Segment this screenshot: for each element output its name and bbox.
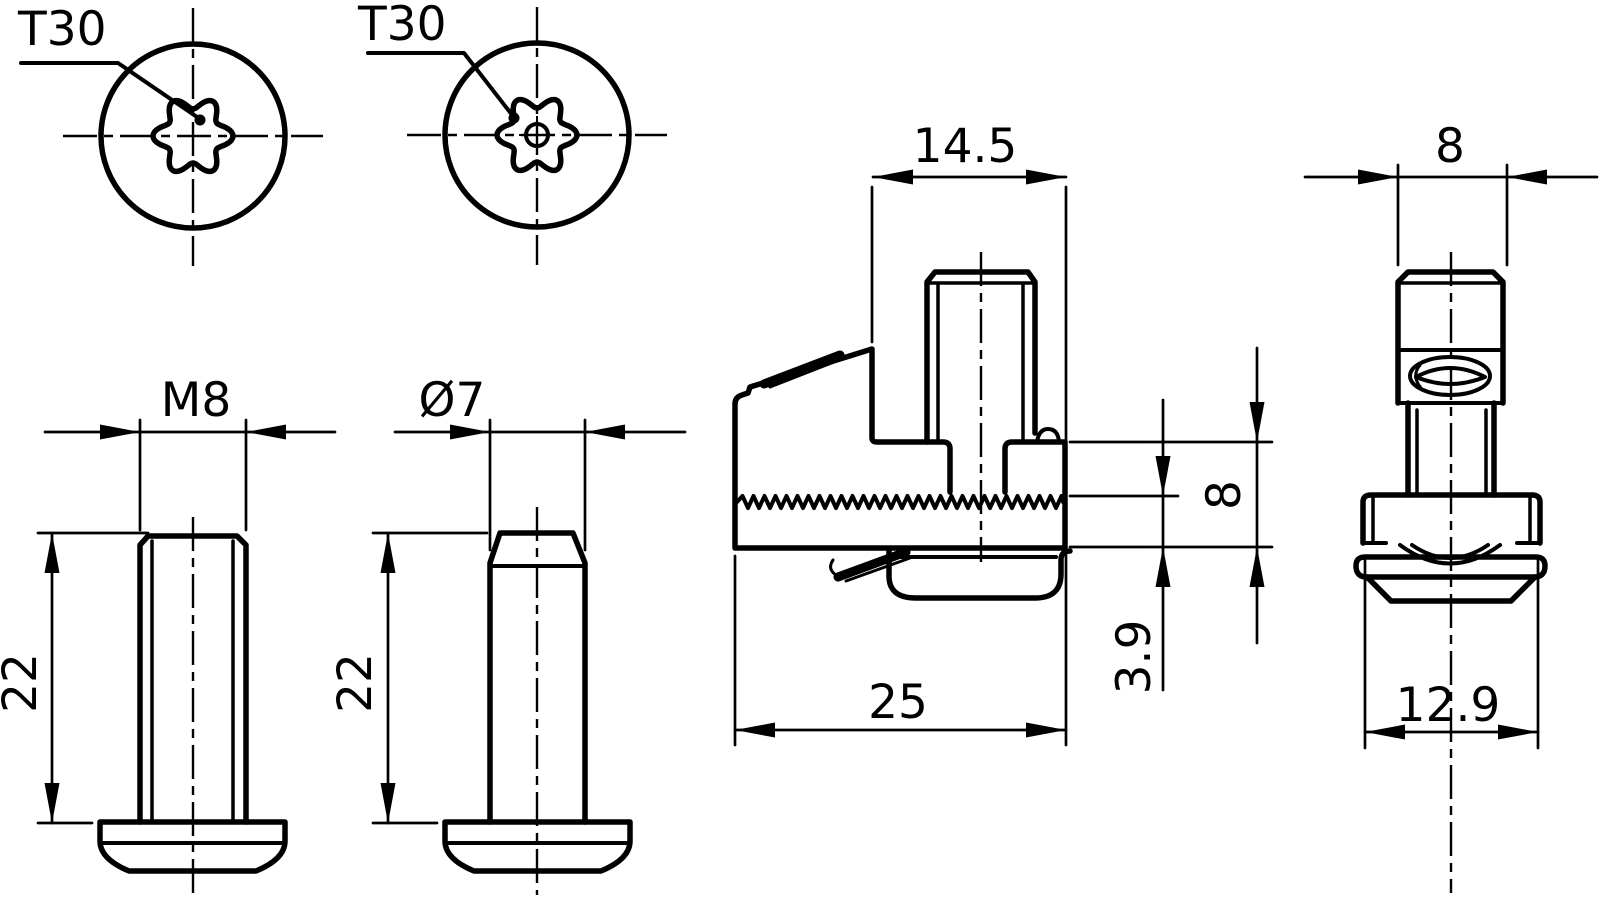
dim-arrow	[1026, 169, 1066, 185]
spring-clip-upper-edge	[768, 360, 836, 389]
dim-label-129: 12.9	[1396, 678, 1501, 733]
pocket-slot-lens	[1414, 366, 1487, 386]
dim-label-22b: 22	[328, 653, 383, 713]
view-torx-head-b: T30	[357, 0, 667, 265]
dim-arrow	[1155, 456, 1171, 496]
dim-arrow	[450, 424, 490, 440]
dim-arrow	[44, 783, 60, 823]
torx-socket-outline	[150, 97, 236, 175]
dim-arrow	[1249, 402, 1265, 442]
stake-bump	[1035, 427, 1061, 444]
spring-clip-curl	[829, 558, 838, 577]
dim-label-25: 25	[868, 675, 928, 730]
dim-arrow	[1155, 547, 1171, 587]
leader-line	[366, 51, 518, 122]
view-connector-front: 8 12.9	[1303, 119, 1599, 893]
dim-arrow	[1498, 724, 1538, 740]
dim-arrow	[1358, 169, 1398, 185]
serration-zigzag	[735, 494, 1065, 510]
dim-label-torx-a: T30	[17, 2, 107, 57]
torx-socket-outline	[494, 96, 580, 174]
connector-body-outline	[732, 346, 1068, 551]
dim-label-m8: M8	[161, 373, 231, 428]
dim-arrow	[1249, 547, 1265, 587]
dim-arrow	[585, 424, 625, 440]
dim-label-145: 14.5	[913, 119, 1018, 174]
hammer-nut-outline	[886, 546, 1073, 601]
leader-dot	[194, 114, 206, 126]
dim-arrow	[1365, 724, 1405, 740]
pin-head-outline	[442, 819, 633, 874]
dim-arrow	[1507, 169, 1547, 185]
dim-label-8-front: 8	[1435, 119, 1465, 174]
screw-head-circle	[98, 41, 288, 231]
dim-arrow	[380, 783, 396, 823]
dim-label-39: 3.9	[1107, 620, 1162, 695]
view-torx-head-a: T30	[17, 2, 323, 266]
pocket-edge-arc	[1414, 363, 1423, 390]
dim-label-torx-b: T30	[357, 0, 447, 52]
dim-label-22a: 22	[0, 653, 48, 713]
view-bolt-m8-side: M8 22	[0, 373, 337, 895]
bolt-head-outline	[97, 819, 288, 874]
dim-arrow	[1026, 722, 1066, 738]
leader-line	[19, 61, 199, 119]
dim-label-8-side: 8	[1197, 480, 1252, 510]
spring-clip-lower-edge	[844, 556, 912, 583]
dim-arrow	[246, 424, 286, 440]
spring-clip-upper	[759, 350, 845, 389]
leader-dot	[508, 112, 520, 124]
dim-arrow	[380, 533, 396, 573]
dim-label-d7: Ø7	[419, 373, 486, 428]
view-pin-7-side: Ø7 22	[328, 373, 687, 895]
dim-arrow	[44, 533, 60, 573]
dim-arrow	[735, 722, 775, 738]
dim-arrow	[873, 169, 913, 185]
screw-head-circle	[442, 40, 632, 230]
spring-clip-lower	[833, 547, 911, 582]
dim-arrow	[100, 424, 140, 440]
view-connector-side: 14.5 25 8 3.9	[732, 119, 1274, 747]
